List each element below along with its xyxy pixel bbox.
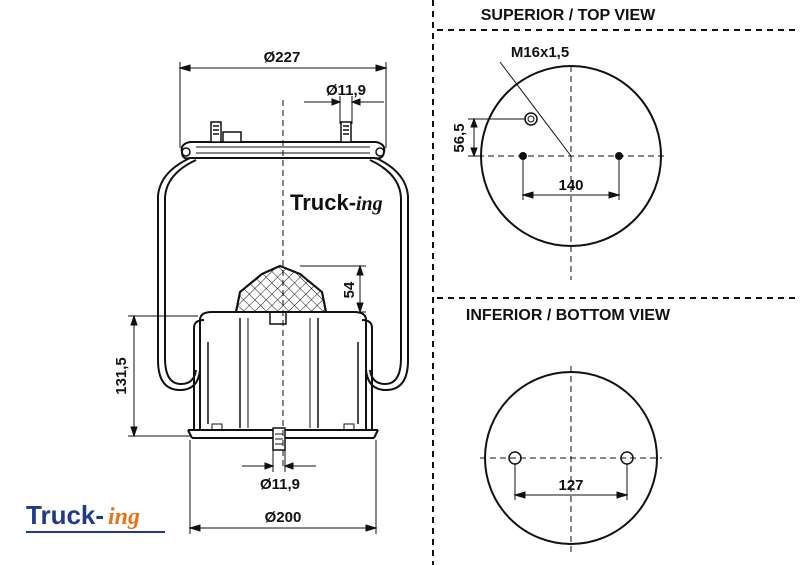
top-view xyxy=(478,61,664,280)
brand-logo: Truck- ing xyxy=(26,500,165,533)
panel-dividers xyxy=(432,0,800,565)
top-studs xyxy=(210,121,352,143)
center-brand-logo: Truck- ing xyxy=(290,190,383,215)
dim-bottom-bolt-spacing: 127 xyxy=(558,477,583,494)
side-dimensions xyxy=(128,62,388,534)
top-view-title: SUPERIOR / TOP VIEW xyxy=(481,7,656,24)
svg-text:Truck-: Truck- xyxy=(26,500,104,530)
dim-cone-height: 54 xyxy=(341,281,358,298)
top-view-dimensions xyxy=(468,117,621,200)
dim-top-stud-diameter: Ø11,9 xyxy=(326,82,366,99)
svg-text:ing: ing xyxy=(108,504,140,530)
bump-stop xyxy=(234,264,328,313)
dim-top-bolt-spacing: 140 xyxy=(558,177,583,194)
dim-air-offset: 56,5 xyxy=(451,123,468,152)
svg-text:ing: ing xyxy=(356,193,383,215)
dim-bottom-stud-diameter: Ø11,9 xyxy=(260,476,300,493)
dim-piston-height: 131,5 xyxy=(113,357,130,395)
bottom-view xyxy=(480,366,662,552)
side-view xyxy=(157,100,409,470)
dim-bottom-diameter: Ø200 xyxy=(265,509,302,526)
dim-top-diameter: Ø227 xyxy=(264,49,301,66)
bottom-view-title: INFERIOR / BOTTOM VIEW xyxy=(466,307,671,324)
dim-thread: M16x1,5 xyxy=(511,44,569,61)
bottom-view-dimensions xyxy=(513,464,629,500)
svg-text:Truck-: Truck- xyxy=(290,190,356,215)
